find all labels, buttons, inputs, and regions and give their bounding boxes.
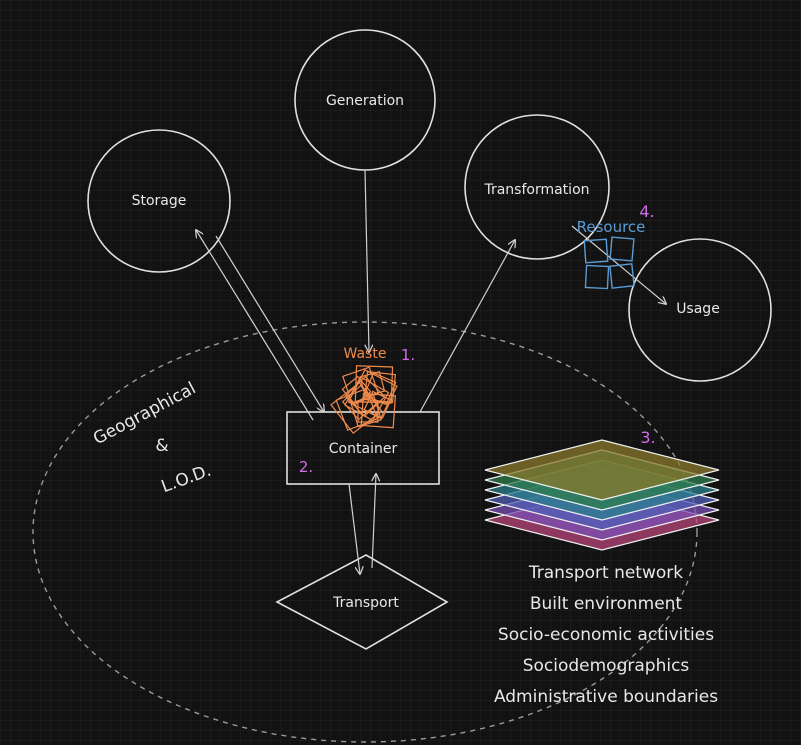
arrow-generation-to-waste	[364, 169, 369, 352]
transformation-node[interactable]: Transformation	[464, 114, 610, 260]
usage-node[interactable]: Usage	[628, 238, 772, 382]
arrow-storage-to-container-a	[196, 230, 314, 421]
layer-label-4: Administrative boundaries	[494, 687, 718, 707]
layer-label-0: Transport network	[528, 563, 683, 583]
resource-icon	[583, 236, 635, 290]
region-label-line2: &	[155, 436, 168, 456]
marker-1: 1.	[401, 346, 415, 364]
transformation-label: Transformation	[483, 182, 589, 198]
arrow-storage-to-container-b	[215, 235, 324, 412]
waste-label: Waste	[344, 346, 387, 362]
waste-square	[363, 390, 392, 419]
layer-label-2: Socio-economic activities	[498, 625, 714, 645]
transport-label: Transport	[332, 595, 399, 611]
arrow-container-to-transformation	[419, 240, 515, 413]
container-node[interactable]: Container	[286, 411, 440, 485]
waste-icon	[330, 365, 398, 435]
resource-label: Resource	[577, 218, 646, 236]
arrow-container-to-transport	[348, 483, 360, 574]
marker-4: 4.	[639, 202, 654, 221]
geographical-region	[32, 321, 698, 743]
waste-square	[330, 381, 383, 435]
waste-square	[354, 365, 394, 404]
waste-square	[359, 371, 386, 398]
arrow-transport-to-container	[371, 474, 376, 569]
marker-3: 3.	[640, 428, 655, 447]
container-label: Container	[329, 441, 398, 457]
transport-node[interactable]: Transport	[275, 554, 449, 650]
marker-2: 2.	[299, 458, 313, 476]
usage-label: Usage	[676, 301, 720, 317]
layer-stack	[484, 439, 720, 551]
storage-node[interactable]: Storage	[87, 129, 231, 273]
waste-square	[363, 371, 397, 404]
generation-label: Generation	[326, 93, 404, 109]
storage-label: Storage	[132, 193, 187, 209]
layer-plane	[484, 439, 720, 501]
layer-label-3: Sociodemographics	[523, 656, 690, 676]
waste-square	[350, 396, 382, 428]
layer-label-1: Built environment	[530, 594, 683, 614]
waste-square	[344, 376, 390, 422]
